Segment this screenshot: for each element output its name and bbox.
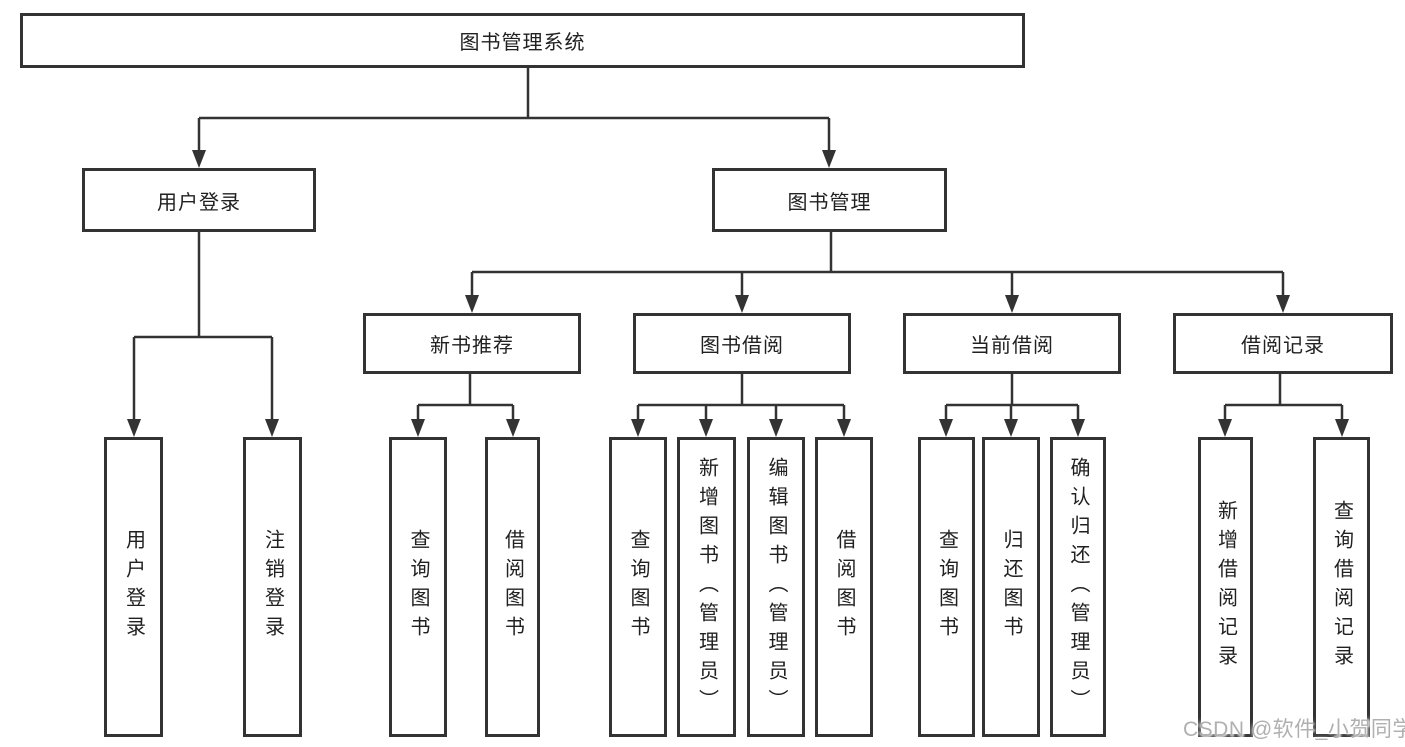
leaf-return-book: 归还图书 (982, 437, 1040, 737)
leaf-logout-label: 注销登录 (261, 529, 284, 645)
leaf-return-book-label: 归还图书 (1000, 529, 1022, 645)
leaf-borrow-books-recommend: 借阅图书 (485, 437, 540, 737)
leaf-add-borrow-record: 新增借阅记录 (1198, 437, 1253, 737)
watermark-text: CSDN @软件_小贺同学 (1183, 718, 1405, 741)
leaf-edit-book-admin: 编辑图书（管理员） (747, 437, 805, 737)
leaf-query-books-recommend: 查询图书 (389, 437, 447, 737)
tree-edges (132, 68, 1344, 419)
leaf-query-books-current-label: 查询图书 (935, 529, 958, 645)
node-root-label: 图书管理系统 (459, 32, 586, 54)
node-user-login: 用户登录 (82, 168, 316, 232)
arrow-heads (127, 150, 1349, 437)
node-book-borrow: 图书借阅 (633, 313, 851, 374)
node-new-book-recommend: 新书推荐 (363, 313, 581, 374)
leaf-add-book-admin: 新增图书（管理员） (677, 437, 736, 737)
leaf-borrow-books-recommend-label: 借阅图书 (501, 529, 524, 645)
node-borrow-records-label: 借阅记录 (1241, 335, 1325, 357)
leaf-confirm-return-admin-label: 确认归还（管理员） (1067, 456, 1089, 718)
node-book-borrow-label: 图书借阅 (700, 335, 784, 357)
leaf-query-books-borrow-label: 查询图书 (627, 529, 649, 645)
leaf-user-login: 用户登录 (104, 437, 163, 737)
leaf-confirm-return-admin: 确认归还（管理员） (1050, 437, 1106, 737)
leaf-edit-book-admin-label: 编辑图书（管理员） (765, 456, 787, 718)
leaf-query-books-recommend-label: 查询图书 (407, 529, 429, 645)
node-new-book-recommend-label: 新书推荐 (430, 335, 514, 357)
leaf-borrow-books-label: 借阅图书 (833, 529, 855, 645)
leaf-user-login-label: 用户登录 (122, 529, 145, 645)
node-current-borrow: 当前借阅 (903, 313, 1121, 374)
leaf-query-borrow-record-label: 查询借阅记录 (1330, 500, 1353, 674)
leaf-add-book-admin-label: 新增图书（管理员） (695, 456, 718, 718)
node-book-management: 图书管理 (712, 168, 947, 232)
node-book-management-label: 图书管理 (787, 191, 872, 214)
leaf-query-borrow-record: 查询借阅记录 (1313, 437, 1370, 737)
node-current-borrow-label: 当前借阅 (970, 335, 1054, 357)
leaf-query-books-borrow: 查询图书 (609, 437, 667, 737)
node-user-login-label: 用户登录 (157, 191, 241, 214)
node-borrow-records: 借阅记录 (1173, 313, 1393, 374)
leaf-query-books-current: 查询图书 (918, 437, 975, 737)
leaf-borrow-books: 借阅图书 (815, 437, 873, 737)
leaf-logout: 注销登录 (243, 437, 302, 737)
leaf-add-borrow-record-label: 新增借阅记录 (1214, 500, 1237, 674)
node-root: 图书管理系统 (20, 13, 1025, 68)
